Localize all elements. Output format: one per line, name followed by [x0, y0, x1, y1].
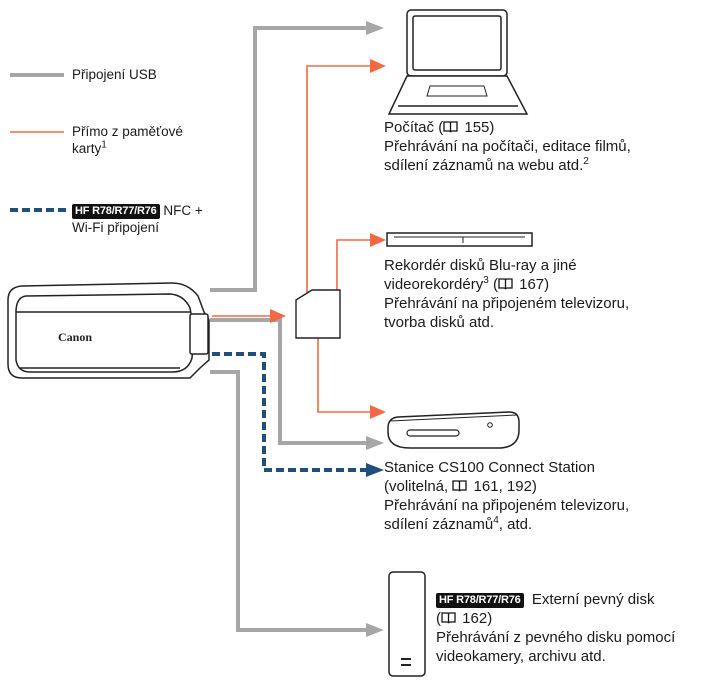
- hdd-desc-2: videokamery, archivu atd.: [436, 647, 606, 666]
- station-desc-2: sdílení záznamů4, atd.: [384, 515, 532, 534]
- hdd-title-2: ( 162): [436, 609, 492, 628]
- recorder-desc-2: tvorba disků atd.: [384, 313, 494, 332]
- camcorder-brand: Canon: [58, 330, 92, 344]
- legend-card-word: karty: [72, 141, 101, 156]
- wifi-arrowhead: [366, 463, 384, 477]
- laptop-icon: [389, 10, 527, 114]
- card-connections: [212, 66, 372, 412]
- recorder-paren: (: [489, 276, 498, 293]
- legend-usb-label: Připojení USB: [72, 66, 157, 83]
- book-icon: [452, 480, 467, 492]
- model-badge: HF R78/R77/R76: [72, 204, 160, 219]
- legend-card-label-2: karty1: [72, 140, 107, 157]
- station-desc-2-text: sdílení záznamů: [384, 516, 493, 533]
- hard-disk-icon: [389, 572, 425, 676]
- station-desc-2-rest: , atd.: [499, 516, 532, 533]
- legend-wifi-nfc: NFC +: [163, 203, 202, 218]
- computer-desc-2-text: sdílení záznamů na webu atd.: [384, 157, 583, 174]
- usb-connections: [210, 28, 366, 630]
- computer-label: Počítač (: [384, 119, 443, 136]
- station-title: Stanice CS100 Connect Station: [384, 458, 595, 477]
- footnote-2: 2: [583, 156, 589, 167]
- hdd-page-ref: 162): [462, 610, 492, 627]
- hdd-title: HF R78/R77/R76 Externí pevný disk: [436, 590, 654, 609]
- station-page-ref: 161, 192): [474, 478, 537, 495]
- legend-card-label: Přímo z paměťové: [72, 123, 183, 140]
- book-icon: [498, 278, 513, 290]
- book-icon: [443, 121, 458, 133]
- bluray-recorder-icon: [387, 233, 532, 246]
- station-title-2: (volitelná, 161, 192): [384, 477, 537, 496]
- computer-title: Počítač ( 155): [384, 118, 494, 137]
- station-optional: (volitelná,: [384, 478, 448, 495]
- computer-desc-1: Přehrávání na počítači, editace filmů,: [384, 137, 631, 156]
- hdd-desc-1: Přehrávání z pevného disku pomocí: [436, 628, 675, 647]
- computer-page-ref: 155): [464, 119, 494, 136]
- card-arrowheads: [270, 59, 386, 419]
- recorder-page-ref: 167): [519, 276, 549, 293]
- camcorder-icon: [8, 283, 209, 378]
- footnote-1: 1: [101, 140, 107, 151]
- hdd-label: Externí pevný disk: [532, 591, 655, 608]
- recorder-title-2: videorekordéry3 ( 167): [384, 275, 549, 294]
- recorder-title: Rekordér disků Blu-ray a jiné: [384, 256, 577, 275]
- model-badge: HF R78/R77/R76: [436, 593, 524, 608]
- memory-card-icon: [296, 290, 340, 338]
- usb-arrowheads: [366, 21, 384, 637]
- book-icon: [441, 612, 456, 624]
- station-desc-1: Přehrávání na připojeném televizoru,: [384, 496, 629, 515]
- legend-wifi-label-2: Wi-Fi připojení: [72, 219, 159, 236]
- computer-desc-2: sdílení záznamů na webu atd.2: [384, 156, 589, 175]
- recorder-desc-1: Přehrávání na připojeném televizoru,: [384, 294, 629, 313]
- recorder-label: videorekordéry: [384, 276, 483, 293]
- connect-station-icon: [388, 412, 519, 448]
- legend-wifi-label: HF R78/R77/R76 NFC +: [72, 202, 203, 219]
